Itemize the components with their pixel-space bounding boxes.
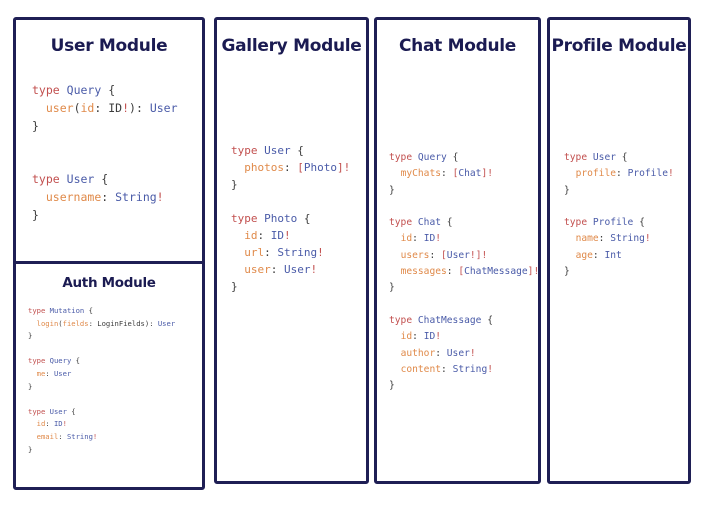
- module-panel-chat[interactable]: Chat Module type Query { myChats: [Chat]…: [374, 17, 541, 484]
- schema-code-auth: type Mutation { login(fields: LoginField…: [28, 306, 176, 454]
- panel-title-chat: Chat Module: [398, 36, 517, 56]
- module-panel-gallery[interactable]: Gallery Module type User { photos: [Phot…: [214, 17, 369, 484]
- panel-title-auth: Auth Module: [62, 275, 156, 291]
- schema-code-user: type Query { user(id: ID!): User } type …: [32, 83, 178, 222]
- panel-title-profile: Profile Module: [551, 36, 687, 56]
- schema-code-profile: type User { profile: Profile! } type Pro…: [564, 152, 674, 278]
- schema-code-chat: type Query { myChats: [Chat]! } type Cha…: [389, 152, 540, 392]
- panel-title-gallery: Gallery Module: [221, 36, 362, 56]
- schema-code-gallery: type User { photos: [Photo]! } type Phot…: [231, 144, 351, 294]
- module-panel-profile[interactable]: Profile Module type User { profile: Prof…: [547, 17, 691, 484]
- module-panel-user[interactable]: User Module type Query { user(id: ID!): …: [13, 17, 205, 490]
- panel-title-user: User Module: [50, 36, 168, 56]
- module-panel-auth[interactable]: Auth Module type Mutation { login(fields…: [13, 261, 205, 490]
